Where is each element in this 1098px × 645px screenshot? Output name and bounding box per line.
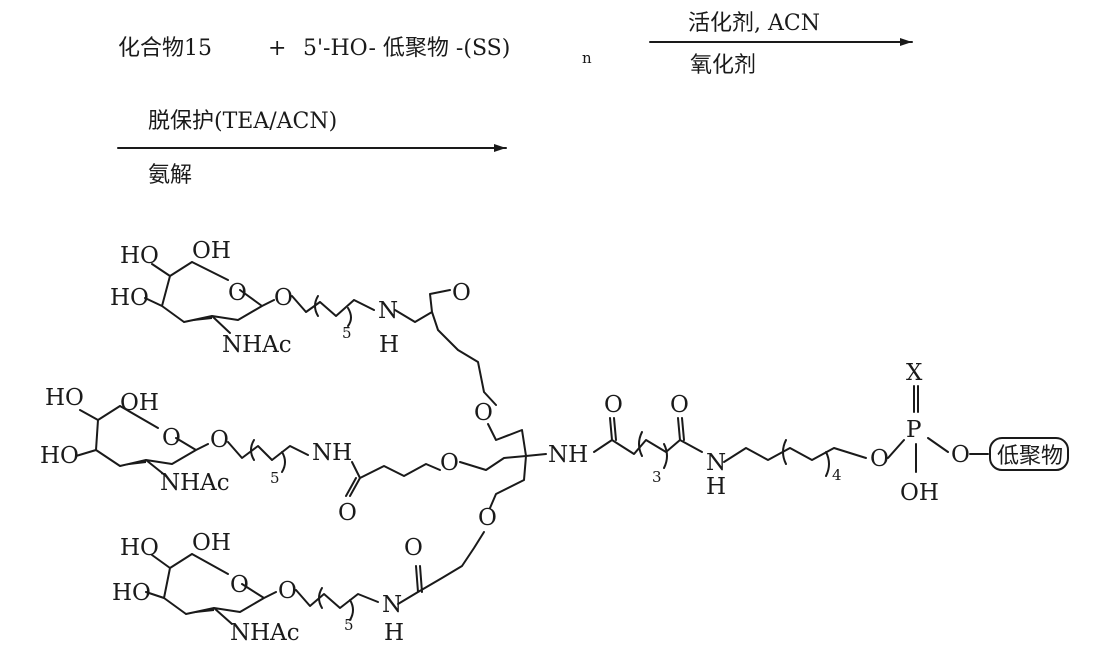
linker-chain-subscript-3: 3 — [652, 468, 662, 486]
sugar-1-ho-left: HO — [110, 285, 149, 311]
sugar-2-nh: NH — [312, 440, 352, 466]
arrow-1-reagent-above: 活化剂, ACN — [688, 11, 820, 36]
sugar-3-bonds — [145, 553, 379, 625]
core-nh: NH — [548, 442, 588, 468]
reaction-arrow-1-head — [900, 38, 912, 46]
arrow-1-reagent-below: 氧化剂 — [690, 53, 756, 78]
linker-x: X — [906, 360, 923, 386]
core-ether-o-top: O — [474, 400, 493, 426]
sugar-2-bonds — [75, 405, 309, 477]
sugar-1-amide-h: H — [379, 332, 399, 358]
sugar-3-chain-subscript: 5 — [344, 616, 354, 634]
sugar-2-glyco-o: O — [210, 427, 229, 453]
sugar-1-amide-n: N — [378, 298, 398, 324]
sugar-3-amide-o: O — [404, 535, 423, 561]
reaction-step-1: 化合物15 + 5'-HO- 低聚物 -(SS) n 活化剂, ACN 氧化剂 — [118, 11, 913, 78]
oligomer-box — [989, 437, 1069, 471]
core-bonds — [459, 423, 547, 509]
linker-ester-o: O — [870, 446, 889, 472]
linker-phosphorus: P — [906, 417, 921, 443]
sugar-1-wedge — [184, 316, 212, 322]
sugar-3-chain-bracket — [318, 587, 354, 621]
sugar-1-bonds — [144, 261, 375, 334]
sugar-2-chain-subscript: 5 — [270, 469, 280, 487]
sugar-3-ring-o: O — [230, 572, 249, 598]
sugar-1-glyco-o: O — [274, 285, 293, 311]
sugar-2-nhac: NHAc — [160, 470, 230, 496]
linker-po-o: O — [951, 442, 970, 468]
linker-bonds — [593, 417, 867, 463]
sugar-3-glyco-o: O — [278, 578, 297, 604]
sugar-1-nhac: NHAc — [222, 332, 292, 358]
sugar-3-nhac: NHAc — [230, 620, 300, 645]
linker-amide-n: N — [706, 450, 726, 476]
linker-chain-brackets — [638, 431, 830, 477]
core-ether-o-bottom: O — [478, 505, 497, 531]
sugar-1-chain-bracket — [314, 295, 352, 327]
galnac-sugar-2: HO OH HO O O NHAc 5 NH O — [40, 385, 441, 526]
sugar-3-amide-n: N — [382, 592, 402, 618]
linker-oh: OH — [900, 480, 939, 506]
linker-chain-subscript-4: 4 — [832, 466, 842, 484]
arrow-2-reagent-below: 氨解 — [148, 163, 192, 188]
sugar-3-ho-top: HO — [120, 535, 159, 561]
sugar-1-chain-subscript: 5 — [342, 324, 352, 342]
galnac-sugar-3: HO OH HO O O NHAc 5 N H O — [112, 530, 485, 645]
galnac-sugar-1: HO OH HO O O NHAc 5 N H O — [110, 238, 497, 406]
reactant-oligomer-subscript: n — [582, 49, 592, 67]
sugar-2-ho-left: HO — [40, 443, 79, 469]
sugar-3-wedge — [186, 608, 214, 614]
sugar-3-arm-bonds — [397, 531, 485, 605]
sugar-2-ring-o: O — [162, 425, 181, 451]
sugar-2-chain-bracket — [250, 439, 286, 473]
sugar-1-amide-o: O — [452, 280, 471, 306]
sugar-3-amide-h: H — [384, 620, 404, 645]
sugar-2-oh-top: OH — [120, 390, 159, 416]
product-structure: HO OH HO O O NHAc 5 N H O HO OH HO O O N… — [40, 238, 1069, 645]
linker-carbonyl-o-2: O — [670, 392, 689, 418]
sugar-2-ho-top: HO — [45, 385, 84, 411]
core-linker: O O O NH O O 3 N H 4 O P X O OH 低聚物 — [440, 360, 1069, 531]
sugar-2-amide-o: O — [338, 500, 357, 526]
arrow-2-reagent-above: 脱保护(TEA/ACN) — [148, 109, 337, 134]
linker-carbonyl-o-1: O — [604, 392, 623, 418]
sugar-1-arm-bonds — [394, 289, 497, 406]
reactant-oligomer: 5'-HO- 低聚物 -(SS) — [303, 36, 510, 61]
sugar-2-arm-bonds — [345, 461, 441, 497]
reaction-step-2: 脱保护(TEA/ACN) 氨解 — [117, 109, 507, 188]
sugar-2-wedge — [120, 460, 146, 466]
linker-amide-h: H — [706, 474, 726, 500]
phosphate-bonds — [887, 385, 989, 473]
reaction-arrow-2-head — [494, 144, 506, 152]
sugar-3-ho-left: HO — [112, 580, 151, 606]
core-ether-o-mid: O — [440, 450, 459, 476]
oligomer-label: 低聚物 — [997, 444, 1063, 469]
reactant-compound-15: 化合物15 — [118, 36, 212, 61]
sugar-1-ring-o: O — [228, 280, 247, 306]
plus-sign: + — [268, 36, 286, 61]
sugar-3-oh-top: OH — [192, 530, 231, 556]
sugar-1-oh-top: OH — [192, 238, 231, 264]
